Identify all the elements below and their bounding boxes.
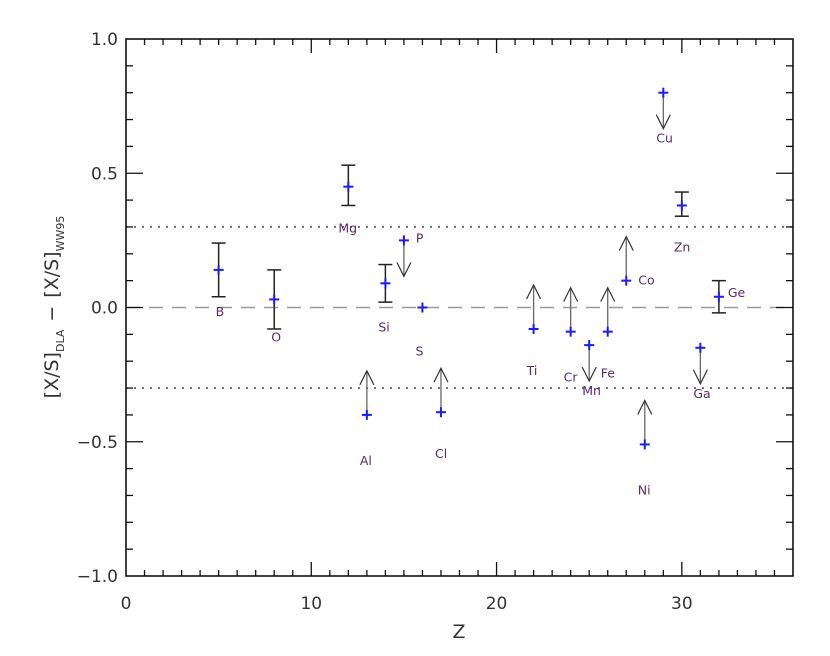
y-title-part-b: [X/S]: [41, 251, 63, 297]
svg-text:[X/S]DLA−[X/S]WW95: [X/S]DLA−[X/S]WW95: [41, 216, 67, 399]
arrow-up-icon: [433, 366, 449, 383]
element-label: O: [271, 329, 281, 344]
y-title-part-a: [X/S]: [41, 352, 63, 398]
element-label: Ga: [693, 386, 710, 401]
y-axis: −1.0 −0.5 0.0 0.5 1.0: [77, 30, 793, 587]
y-title-sub-a: DLA: [54, 329, 67, 352]
x-axis-title: Z: [452, 621, 465, 643]
element-label: Mn: [582, 383, 601, 398]
element-label: Ni: [638, 482, 651, 497]
point-mg: Mg: [338, 164, 357, 236]
point-fe: Fe: [600, 286, 616, 381]
point-o: O: [267, 269, 282, 344]
point-cl: Cl: [433, 366, 449, 461]
point-al: Al: [359, 369, 375, 468]
element-label: S: [415, 344, 423, 359]
y-tick-label: 0.0: [91, 299, 118, 319]
point-s: S: [415, 302, 428, 359]
arrow-down-icon: [396, 262, 412, 278]
element-label: Si: [378, 319, 389, 334]
point-cu: Cu: [655, 87, 673, 146]
y-tick-label: 1.0: [91, 30, 118, 50]
reference-lines: [126, 226, 793, 389]
arrow-up-icon: [637, 399, 653, 415]
point-cr: Cr: [563, 286, 579, 385]
point-b: B: [211, 242, 226, 319]
element-label: Co: [638, 273, 654, 288]
y-tick-label: −0.5: [77, 433, 118, 453]
x-tick-label: 10: [300, 594, 322, 614]
element-label: Cr: [564, 370, 579, 385]
arrow-down-icon: [655, 114, 671, 131]
x-tick-label: 20: [486, 594, 508, 614]
point-co: Co: [618, 235, 655, 288]
element-label: Zn: [674, 239, 691, 254]
y-tick-label: 0.5: [91, 164, 118, 184]
arrow-up-icon: [563, 286, 579, 302]
y-title-minus: −: [41, 306, 63, 322]
arrow-down-icon: [692, 369, 708, 386]
element-label: Cl: [435, 446, 447, 461]
element-label: P: [416, 230, 424, 245]
y-title-sub-b: WW95: [54, 216, 67, 252]
point-ni: Ni: [637, 399, 653, 497]
point-mn: Mn: [581, 340, 601, 398]
arrow-down-icon: [581, 366, 597, 383]
x-tick-label: 30: [671, 594, 693, 614]
arrow-up-icon: [600, 286, 616, 302]
element-label: Cu: [656, 131, 673, 146]
element-label: Ti: [526, 363, 538, 378]
element-label: B: [216, 304, 225, 319]
arrow-up-icon: [359, 369, 375, 386]
y-axis-title: [X/S]DLA−[X/S]WW95: [41, 216, 67, 399]
arrow-up-icon: [618, 235, 634, 251]
point-ga: Ga: [692, 342, 711, 401]
point-si: Si: [378, 263, 393, 334]
y-tick-label: −1.0: [77, 567, 118, 587]
x-tick-label: 0: [121, 594, 132, 614]
point-zn: Zn: [674, 191, 691, 254]
element-label: Mg: [338, 221, 357, 236]
element-label: Fe: [601, 366, 616, 381]
element-label: Al: [360, 453, 372, 468]
element-label: Ge: [728, 285, 746, 300]
point-ti: Ti: [526, 283, 542, 378]
x-axis: 0 10 20 30: [121, 39, 776, 614]
point-ge: Ge: [711, 279, 746, 314]
point-p: P: [396, 230, 424, 278]
arrow-up-icon: [526, 283, 542, 300]
